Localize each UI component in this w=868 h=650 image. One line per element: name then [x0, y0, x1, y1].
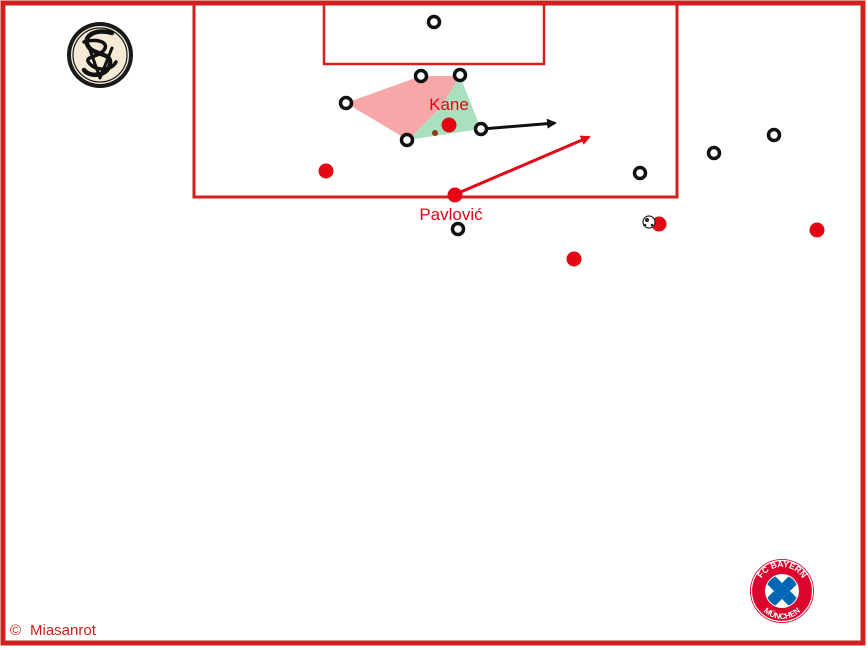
attacker: [566, 251, 582, 267]
defender: [632, 165, 648, 181]
zone-green: [408, 76, 481, 140]
defender: [399, 132, 415, 148]
defender: [473, 121, 489, 137]
sev-crest-icon: [67, 22, 133, 88]
attacker-kane: [441, 117, 457, 133]
defender: [450, 221, 466, 237]
pavlovic-run-arrow: [455, 135, 591, 196]
defender-goalkeeper: [426, 14, 442, 30]
zone-red: [346, 76, 460, 140]
credit-text: Miasanrot: [30, 622, 97, 639]
football-icon: [642, 215, 656, 229]
defender-shift-arrow: [481, 118, 557, 131]
svg-text:MÜNCHEN: MÜNCHEN: [762, 606, 802, 621]
credit: © Miasanrot: [10, 622, 97, 639]
copyright-icon: ©: [10, 622, 21, 639]
fcb-crest-icon: FC BAYERN MÜNCHEN: [750, 559, 814, 623]
goal-area: [322, 1, 546, 66]
defenders: [338, 14, 782, 237]
attacker: [318, 163, 334, 179]
defender: [338, 95, 354, 111]
defender: [766, 127, 782, 143]
space-marker: [432, 130, 438, 136]
defender: [413, 68, 429, 84]
attacker: [809, 222, 825, 238]
attacker-pavlovic: [447, 187, 463, 203]
label-pavlovic: Pavlović: [419, 205, 483, 224]
fcb-crest-bottom-text: MÜNCHEN: [762, 606, 802, 621]
defender: [452, 67, 468, 83]
defender: [706, 145, 722, 161]
attackers: [318, 117, 825, 267]
label-kane: Kane: [429, 95, 469, 114]
